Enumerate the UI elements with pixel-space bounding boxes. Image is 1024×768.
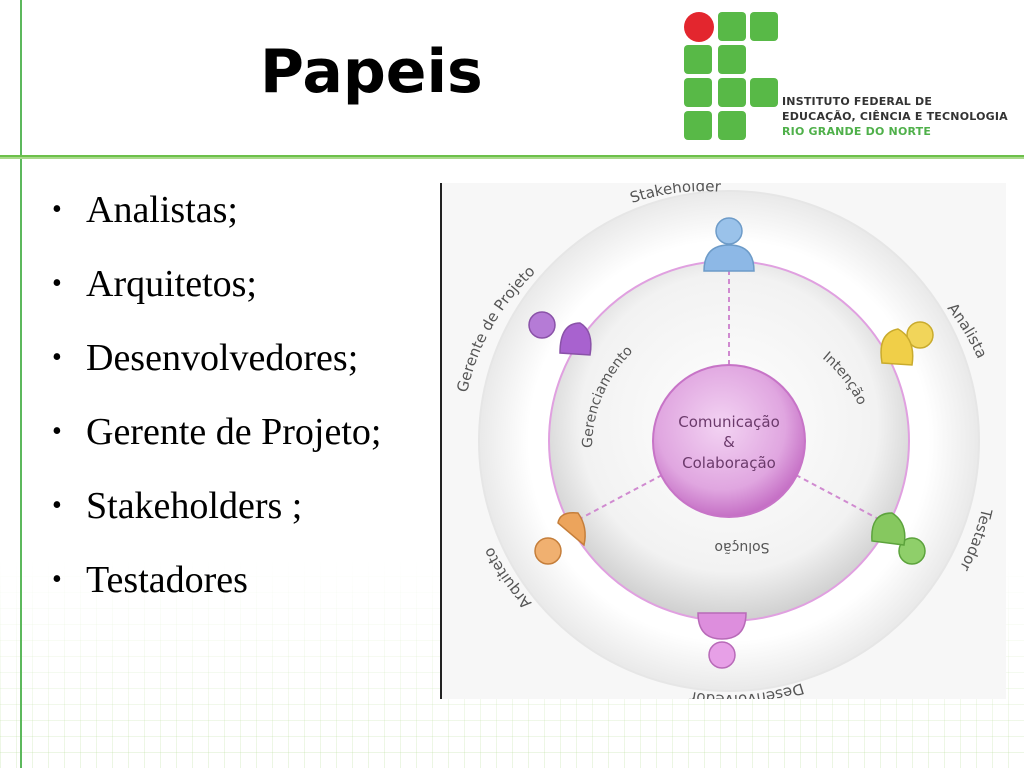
institution-line-1: INSTITUTO FEDERAL DE: [782, 95, 933, 108]
dashed-connectors: [571, 261, 887, 524]
bullet-dot-icon: •: [52, 490, 62, 521]
center-label-line2: &: [723, 433, 735, 451]
bullet-item: • Stakeholders ;: [52, 476, 381, 550]
testador-person-icon: [871, 512, 926, 565]
left-accent-line: [20, 0, 22, 768]
center-label-line1: Comunicação: [678, 413, 780, 431]
institution-name: INSTITUTO FEDERAL DE EDUCAÇÃO, CIÊNCIA E…: [782, 94, 1008, 139]
institution-line-3: RIO GRANDE DO NORTE: [782, 125, 932, 138]
arquiteto-person-icon: [534, 511, 586, 565]
center-circle: [652, 364, 806, 518]
desenvolvedor-person-icon: [697, 612, 747, 669]
roles-bullet-list: • Analistas; • Arquitetos; • Desenvolvedore…: [52, 180, 381, 624]
bullet-text: Arquitetos;: [86, 263, 257, 305]
bullet-item: • Testadores: [52, 550, 381, 624]
bullet-dot-icon: •: [52, 342, 62, 373]
bullet-dot-icon: •: [52, 194, 62, 225]
bullet-item: • Desenvolvedores;: [52, 328, 381, 402]
center-label-line3: Colaboração: [682, 454, 776, 472]
analista-person-icon: [880, 321, 934, 366]
bullet-dot-icon: •: [52, 416, 62, 447]
bullet-text: Desenvolvedores;: [86, 337, 359, 379]
logo-red-dot: [684, 12, 714, 42]
institution-line-2: EDUCAÇÃO, CIÊNCIA E TECNOLOGIA: [782, 110, 1008, 123]
slide-title: Papeis: [260, 37, 483, 107]
stakeholder-person-icon: [703, 217, 755, 272]
header-divider: [0, 155, 1024, 159]
bullet-text: Analistas;: [86, 189, 238, 231]
bullet-item: • Analistas;: [52, 180, 381, 254]
institution-logo: [684, 12, 778, 140]
bullet-item: • Gerente de Projeto;: [52, 402, 381, 476]
roles-diagram: Comunicação & Colaboração Gerenciamento …: [440, 177, 1006, 709]
bullet-dot-icon: •: [52, 564, 62, 595]
inner-label-solucao: Solução: [714, 539, 769, 555]
bullet-item: • Arquitetos;: [52, 254, 381, 328]
bullet-text: Testadores: [86, 559, 248, 601]
bullet-dot-icon: •: [52, 268, 62, 299]
bullet-text: Gerente de Projeto;: [86, 411, 382, 453]
gerente-person-icon: [528, 311, 592, 356]
bullet-text: Stakeholders ;: [86, 485, 303, 527]
roles-diagram-svg: Comunicação & Colaboração Gerenciamento …: [453, 177, 996, 709]
